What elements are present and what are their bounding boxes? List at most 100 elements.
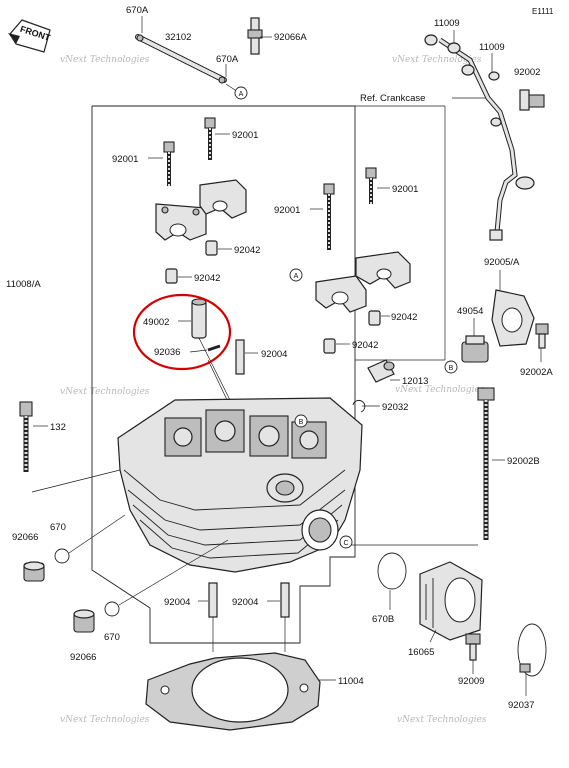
part-label: 92002 bbox=[514, 67, 540, 78]
part-label: 670 bbox=[50, 522, 66, 533]
watermark: vNext Technologies bbox=[60, 715, 150, 725]
part-label: 670A bbox=[126, 5, 149, 16]
part-label: 670 bbox=[104, 632, 120, 643]
callout-marker: B bbox=[294, 414, 308, 428]
part-label: 49054 bbox=[457, 306, 483, 317]
part-label: 92032 bbox=[382, 402, 408, 413]
cam-cap-right-upper bbox=[355, 251, 411, 289]
leader-line bbox=[189, 349, 208, 353]
callout-label: A bbox=[239, 91, 244, 98]
part-label: 92001 bbox=[112, 154, 138, 165]
part-label: 11004 bbox=[338, 676, 364, 687]
part-label: 92042 bbox=[234, 245, 260, 256]
part-label: 12013 bbox=[402, 376, 428, 387]
callout-label: B bbox=[449, 365, 454, 372]
bolt-92002b bbox=[477, 387, 495, 540]
leader-line bbox=[118, 539, 229, 606]
bolt-92009 bbox=[465, 633, 481, 661]
watermarks: vNext Technologies vNext Technologies vN… bbox=[60, 55, 487, 725]
leader-line bbox=[429, 629, 437, 643]
bolt-132 bbox=[19, 401, 33, 472]
clip-92032 bbox=[352, 399, 366, 413]
part-label: 92066 bbox=[12, 532, 38, 543]
part-label: 92042 bbox=[391, 312, 417, 323]
part-label: 11009 bbox=[479, 42, 505, 53]
leader-line bbox=[198, 337, 231, 401]
part-label: 92001 bbox=[392, 184, 418, 195]
part-label: 92042 bbox=[194, 273, 220, 284]
highlight-ellipse bbox=[132, 293, 232, 371]
gasket-11004 bbox=[145, 652, 321, 731]
diagram-code: E1111 bbox=[532, 7, 554, 16]
leader-line bbox=[68, 514, 126, 554]
screw-92002a bbox=[535, 323, 549, 349]
oil-pipe bbox=[424, 34, 535, 241]
part-label: 92066A bbox=[274, 32, 307, 43]
stud-92004 bbox=[235, 339, 245, 375]
o-ring-670 bbox=[54, 548, 70, 564]
part-label: 11009 bbox=[434, 18, 460, 29]
part-label: 92036 bbox=[154, 347, 180, 358]
part-label: 92004 bbox=[232, 597, 258, 608]
watermark: vNext Technologies bbox=[60, 387, 150, 397]
cylinder-head bbox=[117, 397, 363, 573]
o-ring-670 bbox=[104, 601, 120, 617]
leader-line bbox=[207, 359, 229, 403]
bolt-92066a bbox=[247, 17, 263, 55]
watermark: vNext Technologies bbox=[397, 715, 487, 725]
part-label: 92002A bbox=[520, 367, 553, 378]
shim-92036 bbox=[207, 344, 221, 352]
part-label: 132 bbox=[50, 422, 66, 433]
callout-marker: C bbox=[339, 535, 353, 549]
watermark: vNext Technologies bbox=[395, 385, 485, 395]
plug-49054 bbox=[461, 335, 489, 363]
bolt-92001 bbox=[365, 167, 377, 204]
ref-crankcase-label: Ref. Crankcase bbox=[360, 93, 425, 104]
callout-label: C bbox=[343, 540, 348, 547]
part-label: 32102 bbox=[165, 32, 191, 43]
part-label: 92004 bbox=[164, 597, 190, 608]
assembly-box-outline bbox=[91, 105, 356, 644]
cam-cap-upper bbox=[199, 179, 247, 219]
part-label: 92009 bbox=[458, 676, 484, 687]
part-label: 92066 bbox=[70, 652, 96, 663]
callout-marker: A bbox=[289, 268, 303, 282]
part-label: 92001 bbox=[274, 205, 300, 216]
plug-12013 bbox=[367, 359, 395, 383]
bolt-92002 bbox=[519, 89, 545, 111]
cam-cap-right-lower bbox=[315, 275, 367, 313]
watermark: vNext Technologies bbox=[60, 55, 150, 65]
part-label: 670A bbox=[216, 54, 239, 65]
dowel-92042 bbox=[165, 240, 381, 354]
callout-marker: B bbox=[444, 360, 458, 374]
bolt-92001 bbox=[323, 183, 335, 250]
front-arrow-icon: FRONT bbox=[8, 19, 52, 53]
plug-92066 bbox=[73, 609, 95, 633]
part-label: 670B bbox=[372, 614, 394, 625]
part-label: 11008/A bbox=[6, 279, 41, 290]
callout-label: A bbox=[294, 273, 299, 280]
callout-marker: A bbox=[234, 86, 248, 100]
tappet-49002 bbox=[191, 298, 207, 339]
part-label: 16065 bbox=[408, 647, 434, 658]
holder-92005a bbox=[491, 289, 535, 347]
part-label: 92001 bbox=[232, 130, 258, 141]
o-ring-670b bbox=[377, 552, 407, 590]
part-label: 92004 bbox=[261, 349, 287, 360]
clamp-92037 bbox=[517, 623, 547, 677]
rod-32102 bbox=[135, 34, 227, 84]
cam-cap-left bbox=[155, 203, 207, 241]
plug-92066 bbox=[23, 561, 45, 582]
bolt-92001 bbox=[204, 117, 216, 160]
part-label: 92002B bbox=[507, 456, 540, 467]
part-label: 92042 bbox=[352, 340, 378, 351]
part-label: 92037 bbox=[508, 700, 534, 711]
watermark: vNext Technologies bbox=[392, 55, 482, 65]
leader-line bbox=[31, 469, 121, 493]
part-label: 49002 bbox=[143, 317, 169, 328]
callout-label: B bbox=[299, 419, 304, 426]
part-label: 92005/A bbox=[484, 257, 520, 268]
part-labels: 670A 32102 670A 92066A 11009 11009 92002… bbox=[6, 5, 553, 711]
bolt-92001 bbox=[163, 141, 175, 186]
